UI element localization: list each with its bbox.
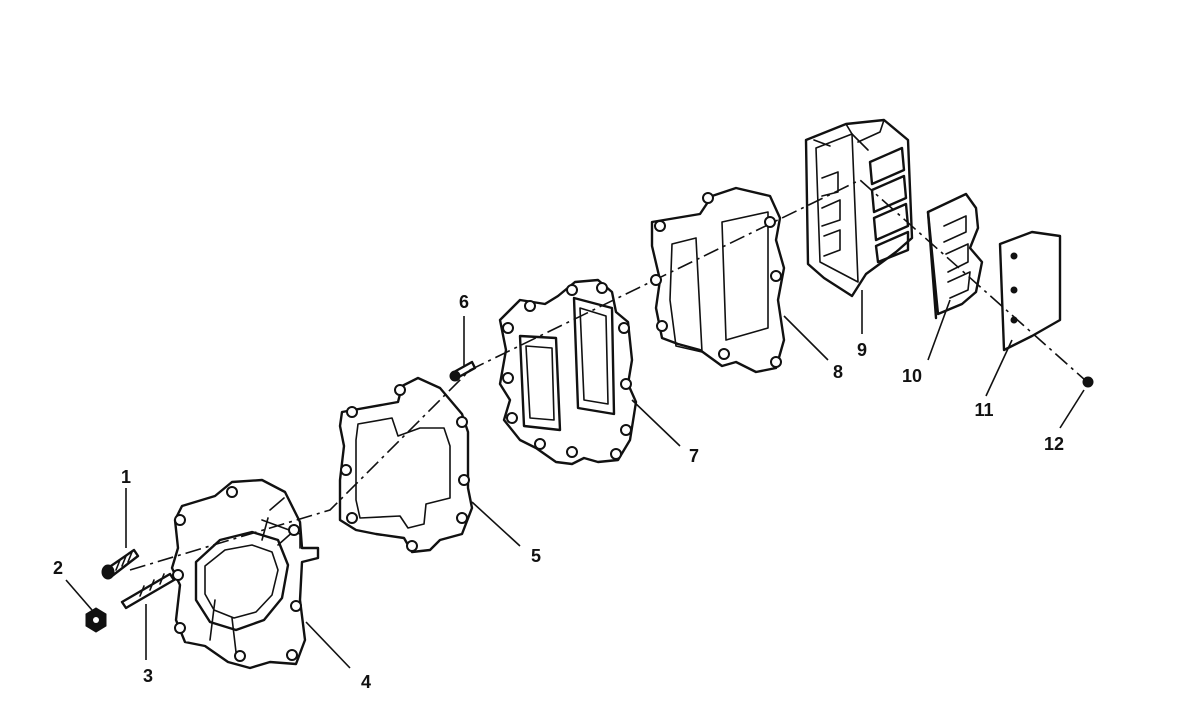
leader-lines [65, 290, 1085, 669]
leader-8 [783, 315, 829, 361]
callout-2: 2 [53, 558, 63, 578]
callout-labels: 1 2 3 4 5 6 7 8 9 10 11 12 [53, 292, 1064, 692]
callout-1: 1 [121, 467, 131, 487]
leader-4 [305, 621, 351, 669]
part-2-nut [85, 607, 107, 633]
part-5-gasket [338, 376, 474, 554]
part-11-reed-stop [998, 230, 1062, 352]
leader-12 [1059, 389, 1085, 429]
callout-5: 5 [531, 546, 541, 566]
leader-5 [471, 501, 521, 547]
callout-8: 8 [833, 362, 843, 382]
callout-11: 11 [974, 400, 993, 420]
leader-10 [927, 299, 951, 361]
callout-9: 9 [857, 340, 867, 360]
part-12-screw [1082, 376, 1094, 388]
part-7-spacer-plate [498, 278, 638, 466]
callout-10: 10 [902, 366, 922, 386]
part-4-adapter-housing [170, 478, 320, 670]
callout-12: 12 [1044, 434, 1064, 454]
callout-6: 6 [459, 292, 469, 312]
leader-2 [65, 579, 93, 611]
leader-11 [985, 339, 1013, 397]
part-3-stud [120, 572, 176, 610]
callout-4: 4 [361, 672, 371, 692]
leader-7 [631, 399, 681, 447]
part-10-reed-petals [926, 192, 984, 320]
part-9-reed-block [804, 118, 914, 298]
callout-7: 7 [689, 446, 699, 466]
part-8-gasket [650, 186, 786, 374]
part-1-screw [101, 548, 140, 580]
callout-3: 3 [143, 666, 153, 686]
part-6-screw [449, 360, 477, 382]
